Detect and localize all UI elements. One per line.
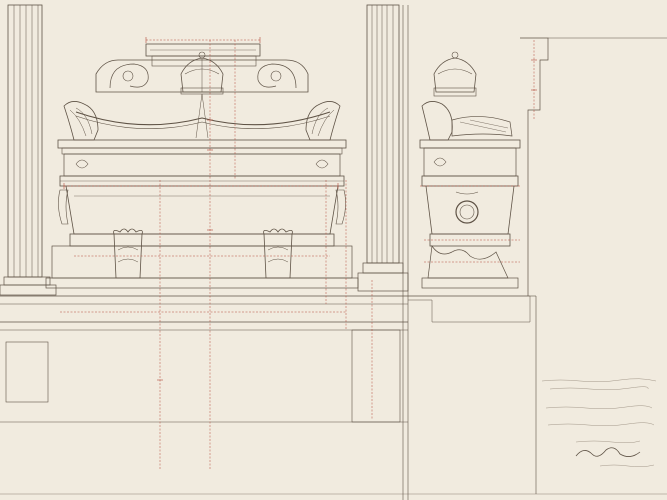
imperial-crown-side — [433, 51, 477, 97]
title-writing-4 — [547, 422, 655, 426]
title-writing-3 — [545, 405, 653, 409]
eagle-left — [63, 101, 99, 141]
dimension-lines — [60, 39, 535, 470]
title-writing-5 — [575, 440, 641, 443]
dimension-ticks — [63, 37, 537, 381]
lion-foot-left — [113, 228, 143, 279]
sarcophagus-side-elevation — [408, 37, 667, 494]
signature-mark — [575, 447, 641, 457]
sarcophagus-front-elevation — [45, 43, 359, 289]
left-pilaster — [0, 4, 57, 296]
title-writing-2 — [549, 386, 649, 390]
eagle-right — [305, 101, 341, 141]
laurel-wreath — [455, 191, 479, 224]
imperial-crown-front — [180, 51, 224, 95]
lion-foot-right — [263, 228, 293, 279]
title-writing-1 — [541, 378, 657, 382]
title-writing-6 — [599, 464, 655, 467]
floor-structure — [0, 295, 408, 423]
